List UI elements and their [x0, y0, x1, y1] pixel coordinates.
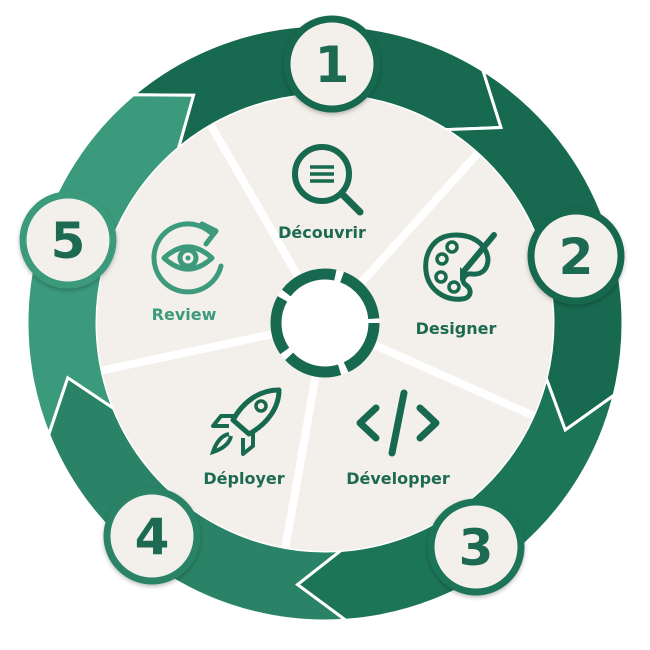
step-label-4: Déployer	[203, 469, 284, 488]
step-badge-1: 1	[283, 15, 381, 113]
step-label-3: Développer	[346, 469, 450, 488]
paint-palette-icon	[423, 232, 497, 302]
step-number-1: 1	[315, 36, 350, 94]
eye-refresh-icon	[151, 221, 224, 295]
magnifier-document-icon	[292, 144, 364, 216]
step-number-5: 5	[51, 212, 86, 270]
step-badge-5: 5	[19, 191, 117, 289]
step-label-5: Review	[152, 305, 217, 324]
segment-content: Découvrir Designer Développer	[151, 144, 497, 488]
step-label-2: Designer	[416, 319, 497, 338]
center-hub	[270, 268, 380, 378]
rocket-icon	[209, 387, 282, 456]
step-number-3: 3	[459, 519, 494, 577]
ring-arcs	[25, 23, 625, 623]
center-ring	[270, 268, 380, 378]
step-number-4: 4	[135, 508, 170, 566]
step-badge-3: 3	[427, 498, 525, 596]
step-badge-2: 2	[527, 207, 625, 305]
step-label-1: Découvrir	[278, 223, 366, 242]
step-number-2: 2	[559, 228, 594, 286]
step-badge-4: 4	[103, 487, 201, 585]
code-brackets-icon	[356, 389, 440, 457]
